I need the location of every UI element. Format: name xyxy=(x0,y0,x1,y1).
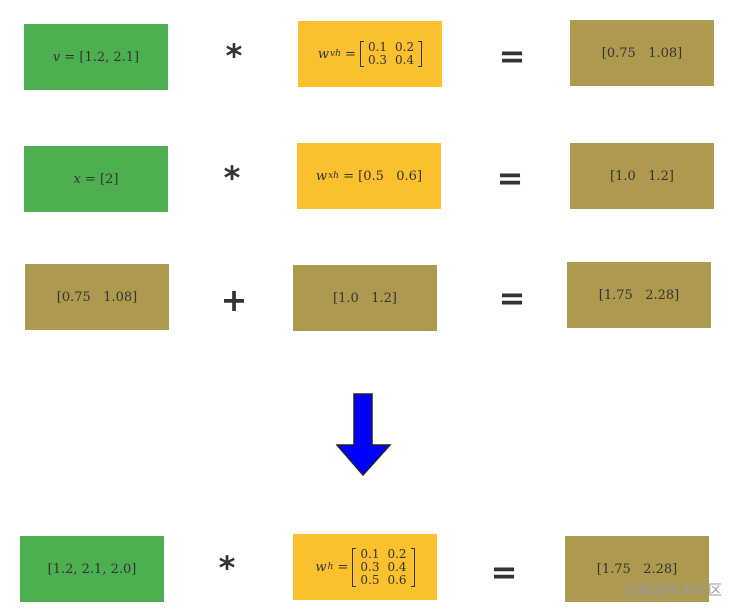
input-vector-x-box: x = [2] xyxy=(24,146,168,212)
equals-sign: = xyxy=(340,46,356,62)
matrix-cell: 0.4 xyxy=(395,53,415,67)
input-vector-v-box: v = [1.2, 2.1] xyxy=(24,24,168,90)
matrix-cell: 0.3 xyxy=(360,559,380,574)
sum-left-box: [0.75 1.08] xyxy=(25,264,169,330)
matrix-cell: 0.1 xyxy=(360,546,380,561)
sum-result-value: [1.75 2.28] xyxy=(598,287,680,303)
wvh-label: w xyxy=(317,46,330,62)
sum-right-value: [1.0 1.2] xyxy=(333,290,397,306)
matrix-cell: 0.2 xyxy=(387,546,407,561)
matrix-cell: 0.3 xyxy=(367,53,388,67)
wh-matrix-table: 0.1 0.2 0.3 0.4 0.5 0.6 xyxy=(356,546,410,587)
equals-sign: = xyxy=(80,171,101,187)
left-bracket xyxy=(359,41,364,67)
x-label: x xyxy=(73,171,81,187)
multiply-operator: * xyxy=(218,549,236,587)
final-result-box: [1.75 2.28] xyxy=(565,536,709,602)
equals-operator: = xyxy=(498,37,526,75)
left-bracket xyxy=(352,547,357,587)
sum-right-box: [1.0 1.2] xyxy=(293,265,437,331)
equals-sign: = xyxy=(60,49,80,65)
result-vh-box: [0.75 1.08] xyxy=(570,20,714,86)
sum-left-value: [0.75 1.08] xyxy=(56,289,138,305)
final-result-value: [1.75 2.28] xyxy=(596,561,678,577)
right-bracket xyxy=(410,547,415,587)
result-vh-value: [0.75 1.08] xyxy=(601,45,683,61)
wxh-label: w xyxy=(315,168,328,184)
x-value: [2] xyxy=(100,171,119,187)
matrix-cell: 0.5 xyxy=(360,572,380,587)
wxh-subscript: xh xyxy=(328,171,339,181)
equals-operator: = xyxy=(498,279,526,317)
combined-value: [1.2, 2.1, 2.0] xyxy=(47,561,137,577)
down-arrow-icon xyxy=(336,393,392,477)
multiply-operator: * xyxy=(223,159,241,197)
result-xh-value: [1.0 1.2] xyxy=(610,168,674,184)
wh-matrix: 0.1 0.2 0.3 0.4 0.5 0.6 xyxy=(352,546,415,587)
matrix-cell: 0.2 xyxy=(395,40,415,54)
result-xh-box: [1.0 1.2] xyxy=(570,143,714,209)
v-label: v xyxy=(52,49,61,65)
equals-sign: = xyxy=(333,559,349,575)
input-vector-combined-box: [1.2, 2.1, 2.0] xyxy=(20,536,164,602)
multiply-operator: * xyxy=(225,37,243,75)
matrix-cell: 0.6 xyxy=(387,572,407,587)
matrix-cell: 0.1 xyxy=(367,40,388,54)
wh-label: w xyxy=(315,559,327,575)
wvh-subscript: vh xyxy=(330,49,341,59)
equals-operator: = xyxy=(490,553,518,591)
wxh-value: [0.5 0.6] xyxy=(358,168,423,184)
wvh-matrix-table: 0.1 0.2 0.3 0.4 xyxy=(364,41,418,67)
right-bracket xyxy=(418,41,423,67)
wh-subscript: h xyxy=(327,562,334,572)
equals-sign: = xyxy=(338,168,359,184)
matrix-cell: 0.4 xyxy=(387,559,407,574)
v-value: [1.2, 2.1] xyxy=(79,49,140,65)
equals-operator: = xyxy=(496,159,524,197)
watermark: @掘金技术社区 xyxy=(624,583,722,599)
sum-result-box: [1.75 2.28] xyxy=(567,262,711,328)
plus-operator: + xyxy=(220,281,248,319)
wvh-matrix: 0.1 0.2 0.3 0.4 xyxy=(359,41,423,67)
